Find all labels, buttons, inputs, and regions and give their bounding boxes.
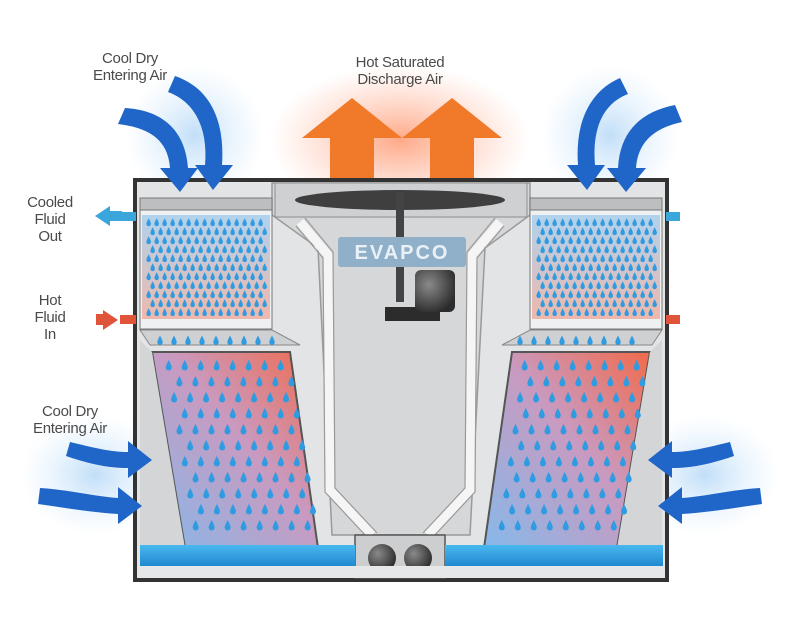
pump-right (404, 544, 432, 572)
cooled-fluid-out-label: Cooled Fluid Out (27, 194, 73, 245)
motor (415, 270, 455, 312)
hot-discharge-arrows (302, 98, 502, 178)
basin-floor (138, 566, 665, 578)
water-basin-left (140, 545, 355, 567)
cool-air-arrows-bottom-left (38, 441, 152, 524)
spray-pipes (296, 219, 504, 539)
top-left-air-label: Cool Dry Entering Air (93, 50, 167, 84)
bottom-left-air-label: Cool Dry Entering Air (33, 403, 107, 437)
discharge-air-label: Hot Saturated Discharge Air (355, 54, 445, 88)
cool-air-arrows-top-right (567, 78, 682, 192)
brand-logo-text: EVAPCO (355, 242, 450, 264)
cool-air-arrows-bottom-right (648, 441, 762, 524)
brand-badge (338, 237, 466, 267)
pump-left (368, 544, 396, 572)
water-basin-right (445, 545, 663, 567)
cool-air-glow-top-left (125, 65, 265, 205)
right-inner-wall (617, 340, 662, 548)
hot-fluid-in-connection (96, 310, 680, 330)
left-inner-wall (140, 340, 185, 548)
cool-air-arrows-top-left (118, 76, 233, 192)
cooled-fluid-out-connection (95, 206, 680, 226)
hot-fluid-in-label: Hot Fluid In (34, 292, 66, 343)
